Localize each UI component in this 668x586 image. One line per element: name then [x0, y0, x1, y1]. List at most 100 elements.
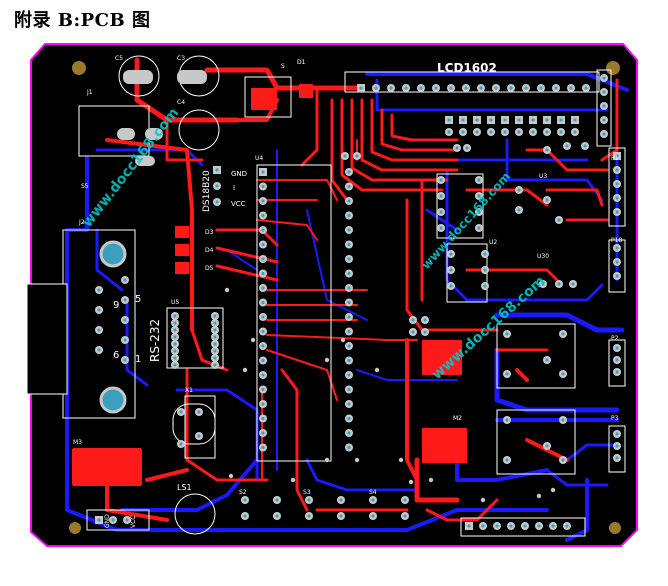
pad-hole	[615, 154, 619, 158]
label-ls1: LS1	[177, 483, 192, 492]
label-d4: D4	[205, 247, 214, 254]
pad-hole	[173, 335, 177, 339]
pad-hole	[539, 86, 543, 90]
via	[374, 367, 380, 373]
pad-hole	[467, 524, 471, 528]
pad-hole	[419, 86, 423, 90]
pad-hole	[97, 308, 101, 312]
pad-hole	[347, 300, 351, 305]
pad-hole	[213, 342, 217, 346]
pad-hole	[261, 184, 265, 189]
pad-hole	[503, 118, 507, 122]
label-s4: S4	[369, 489, 377, 496]
pad-hole	[461, 118, 465, 122]
via	[324, 457, 330, 463]
pad-hole	[475, 118, 479, 122]
pad-hole	[561, 458, 565, 462]
pad-hole	[602, 118, 606, 122]
pad-hole	[573, 118, 577, 122]
pad-hole	[449, 252, 453, 256]
pad-hole	[439, 226, 443, 230]
page-title: 附录 B:PCB 图	[14, 10, 151, 31]
pad-hole	[551, 524, 555, 528]
pad-hole	[213, 328, 217, 332]
pad-hole	[261, 344, 265, 348]
copper-pads-large	[72, 84, 467, 486]
label-ds18b20: DS18B20	[202, 170, 212, 212]
pad-hole	[173, 356, 177, 360]
via	[398, 457, 404, 463]
pad-hole	[583, 144, 587, 148]
pad-hole	[261, 228, 265, 232]
label-s3: S3	[303, 489, 311, 496]
label-io: I	[233, 184, 235, 192]
pad-hole	[261, 271, 265, 276]
pad-hole	[561, 332, 565, 336]
pad-hole	[197, 410, 201, 414]
pad-hole	[97, 348, 101, 352]
pad-hole	[347, 170, 351, 174]
pad-hole	[503, 130, 507, 134]
pad-hole	[565, 524, 569, 528]
pad-hole	[545, 118, 549, 122]
label-s2: S2	[239, 489, 247, 496]
label-c5: C5	[115, 55, 123, 62]
pad-hole	[479, 86, 483, 90]
pad-hole	[615, 260, 619, 264]
pad-hole	[374, 86, 378, 90]
pad-hole	[355, 154, 359, 158]
via	[354, 457, 360, 463]
pad-hole	[439, 178, 443, 182]
pad-hole	[347, 416, 351, 421]
pad-hole	[215, 184, 219, 188]
label-conn-5: 5	[135, 294, 141, 305]
pad-hole	[481, 524, 485, 528]
pad-hole	[371, 498, 375, 502]
pad-hole	[215, 168, 219, 172]
pad-hole	[123, 278, 127, 282]
pad-hole	[261, 242, 265, 247]
pad-hole	[434, 86, 438, 90]
pad-hole	[261, 300, 265, 305]
db9-connector-body	[26, 283, 68, 395]
mounting-holes	[69, 61, 621, 534]
pad-hole	[347, 329, 351, 334]
label-s5: S5	[81, 183, 89, 190]
pad-hole	[173, 349, 177, 353]
label-d5: D5	[205, 265, 214, 272]
pad-hole	[423, 318, 427, 322]
label-p3: P3	[611, 415, 619, 422]
pad-hole	[261, 329, 265, 334]
pad-hole	[261, 213, 265, 218]
pad-hole	[439, 194, 443, 198]
silkscreen-outlines	[62, 55, 626, 537]
pad-hole	[559, 118, 563, 122]
via	[242, 367, 248, 373]
pad-hole	[197, 434, 201, 438]
pad-hole	[179, 442, 183, 446]
pad-hole	[339, 498, 343, 502]
pad-hole	[123, 298, 127, 302]
pad-hole	[307, 514, 311, 518]
pad-hole	[561, 418, 565, 422]
label-conn-6: 6	[113, 350, 119, 361]
pad-hole	[213, 349, 217, 353]
pad-hole	[403, 514, 407, 518]
pad-hole	[517, 188, 521, 192]
pad-hole	[545, 198, 549, 202]
pad-hole	[545, 148, 549, 152]
pad-hole	[449, 86, 453, 90]
label-s: S	[281, 63, 285, 70]
pad-hole	[97, 328, 101, 332]
pad-hole	[261, 199, 265, 203]
pad-hole	[615, 370, 619, 374]
label-p2: P2	[611, 335, 619, 342]
pad-hole	[411, 330, 415, 334]
pad-hole	[449, 268, 453, 272]
pad-hole	[517, 208, 521, 212]
pcb-board: www.docc168.com www.docc168.com www.docc…	[26, 40, 639, 548]
through-hole-pads	[95, 74, 621, 530]
pad-hole	[125, 518, 129, 522]
pad-hole	[554, 86, 558, 90]
pad-hole	[449, 284, 453, 288]
